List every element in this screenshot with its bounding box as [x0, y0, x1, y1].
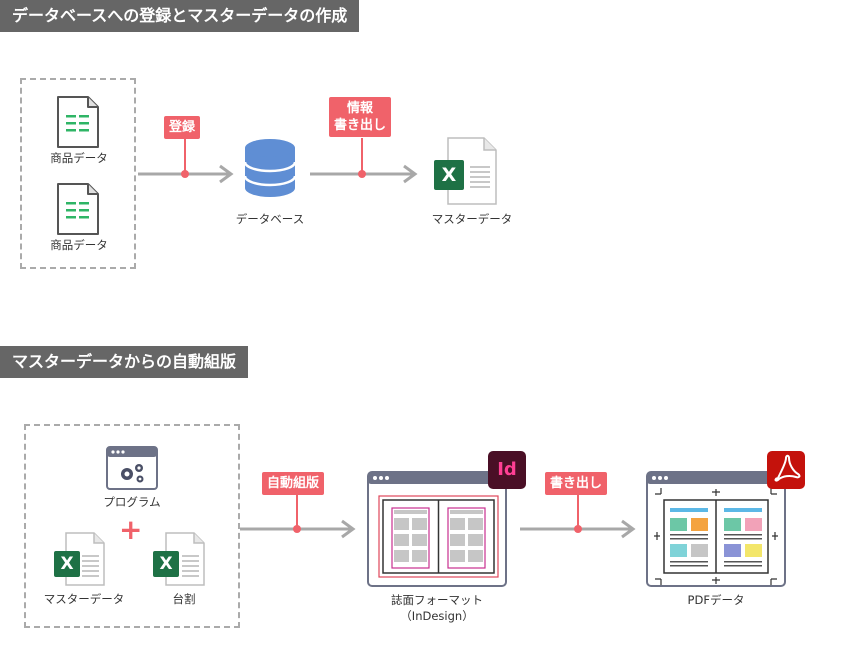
master-data-label: マスターデータ [43, 592, 125, 606]
product-data-label: 商品データ [50, 151, 108, 165]
format-label-line1: 誌面フォーマット [391, 593, 483, 607]
product-data-label: 商品データ [50, 238, 108, 252]
section-2-title: マスターデータからの自動組版 [12, 352, 237, 371]
page-format-window [367, 471, 507, 587]
tag-register: 登録 [164, 116, 201, 139]
pdf-data-label: PDFデータ [687, 593, 745, 607]
program-window-icon [106, 446, 158, 490]
tag-auto-typeset: 自動組版 [262, 472, 325, 495]
tag-export-info-line2: 書き出し [333, 118, 386, 133]
section-1-title: データベースへの登録とマスターデータの作成 [12, 6, 348, 25]
indesign-icon [488, 451, 526, 489]
database-icon [243, 139, 297, 197]
excel-badge-icon [434, 160, 464, 190]
input-data-group [24, 424, 240, 628]
excel-badge-icon [54, 551, 80, 577]
database-label: データベース [235, 212, 305, 226]
excel-x-letter: X [159, 554, 173, 574]
product-data-doc-icon [57, 96, 99, 148]
section-2-header: マスターデータからの自動組版 [0, 346, 249, 378]
source-data-group [20, 78, 136, 269]
indesign-badge-text: Id [497, 459, 517, 480]
excel-badge-icon [153, 551, 179, 577]
tag-export: 書き出し [545, 472, 608, 495]
arrow-export [520, 494, 636, 539]
tag-export-info-line1: 情報 [346, 101, 373, 116]
arrow-auto-typeset [240, 494, 356, 539]
arrow-export-info [310, 138, 418, 184]
master-data-label: マスターデータ [431, 212, 513, 226]
section-1-header: データベースへの登録とマスターデータの作成 [0, 0, 360, 32]
pdf-window [646, 471, 786, 587]
plan-label: 台割 [172, 592, 196, 606]
plus-icon: + [119, 513, 143, 546]
arrow-register [138, 138, 234, 184]
acrobat-icon [767, 451, 805, 489]
tag-export-info: 情報 書き出し [329, 97, 391, 137]
excel-x-letter: X [441, 164, 457, 186]
program-label: プログラム [103, 495, 161, 509]
excel-x-letter: X [60, 554, 74, 574]
product-data-doc-icon [57, 183, 99, 235]
format-label-line2: （InDesign） [400, 609, 474, 623]
